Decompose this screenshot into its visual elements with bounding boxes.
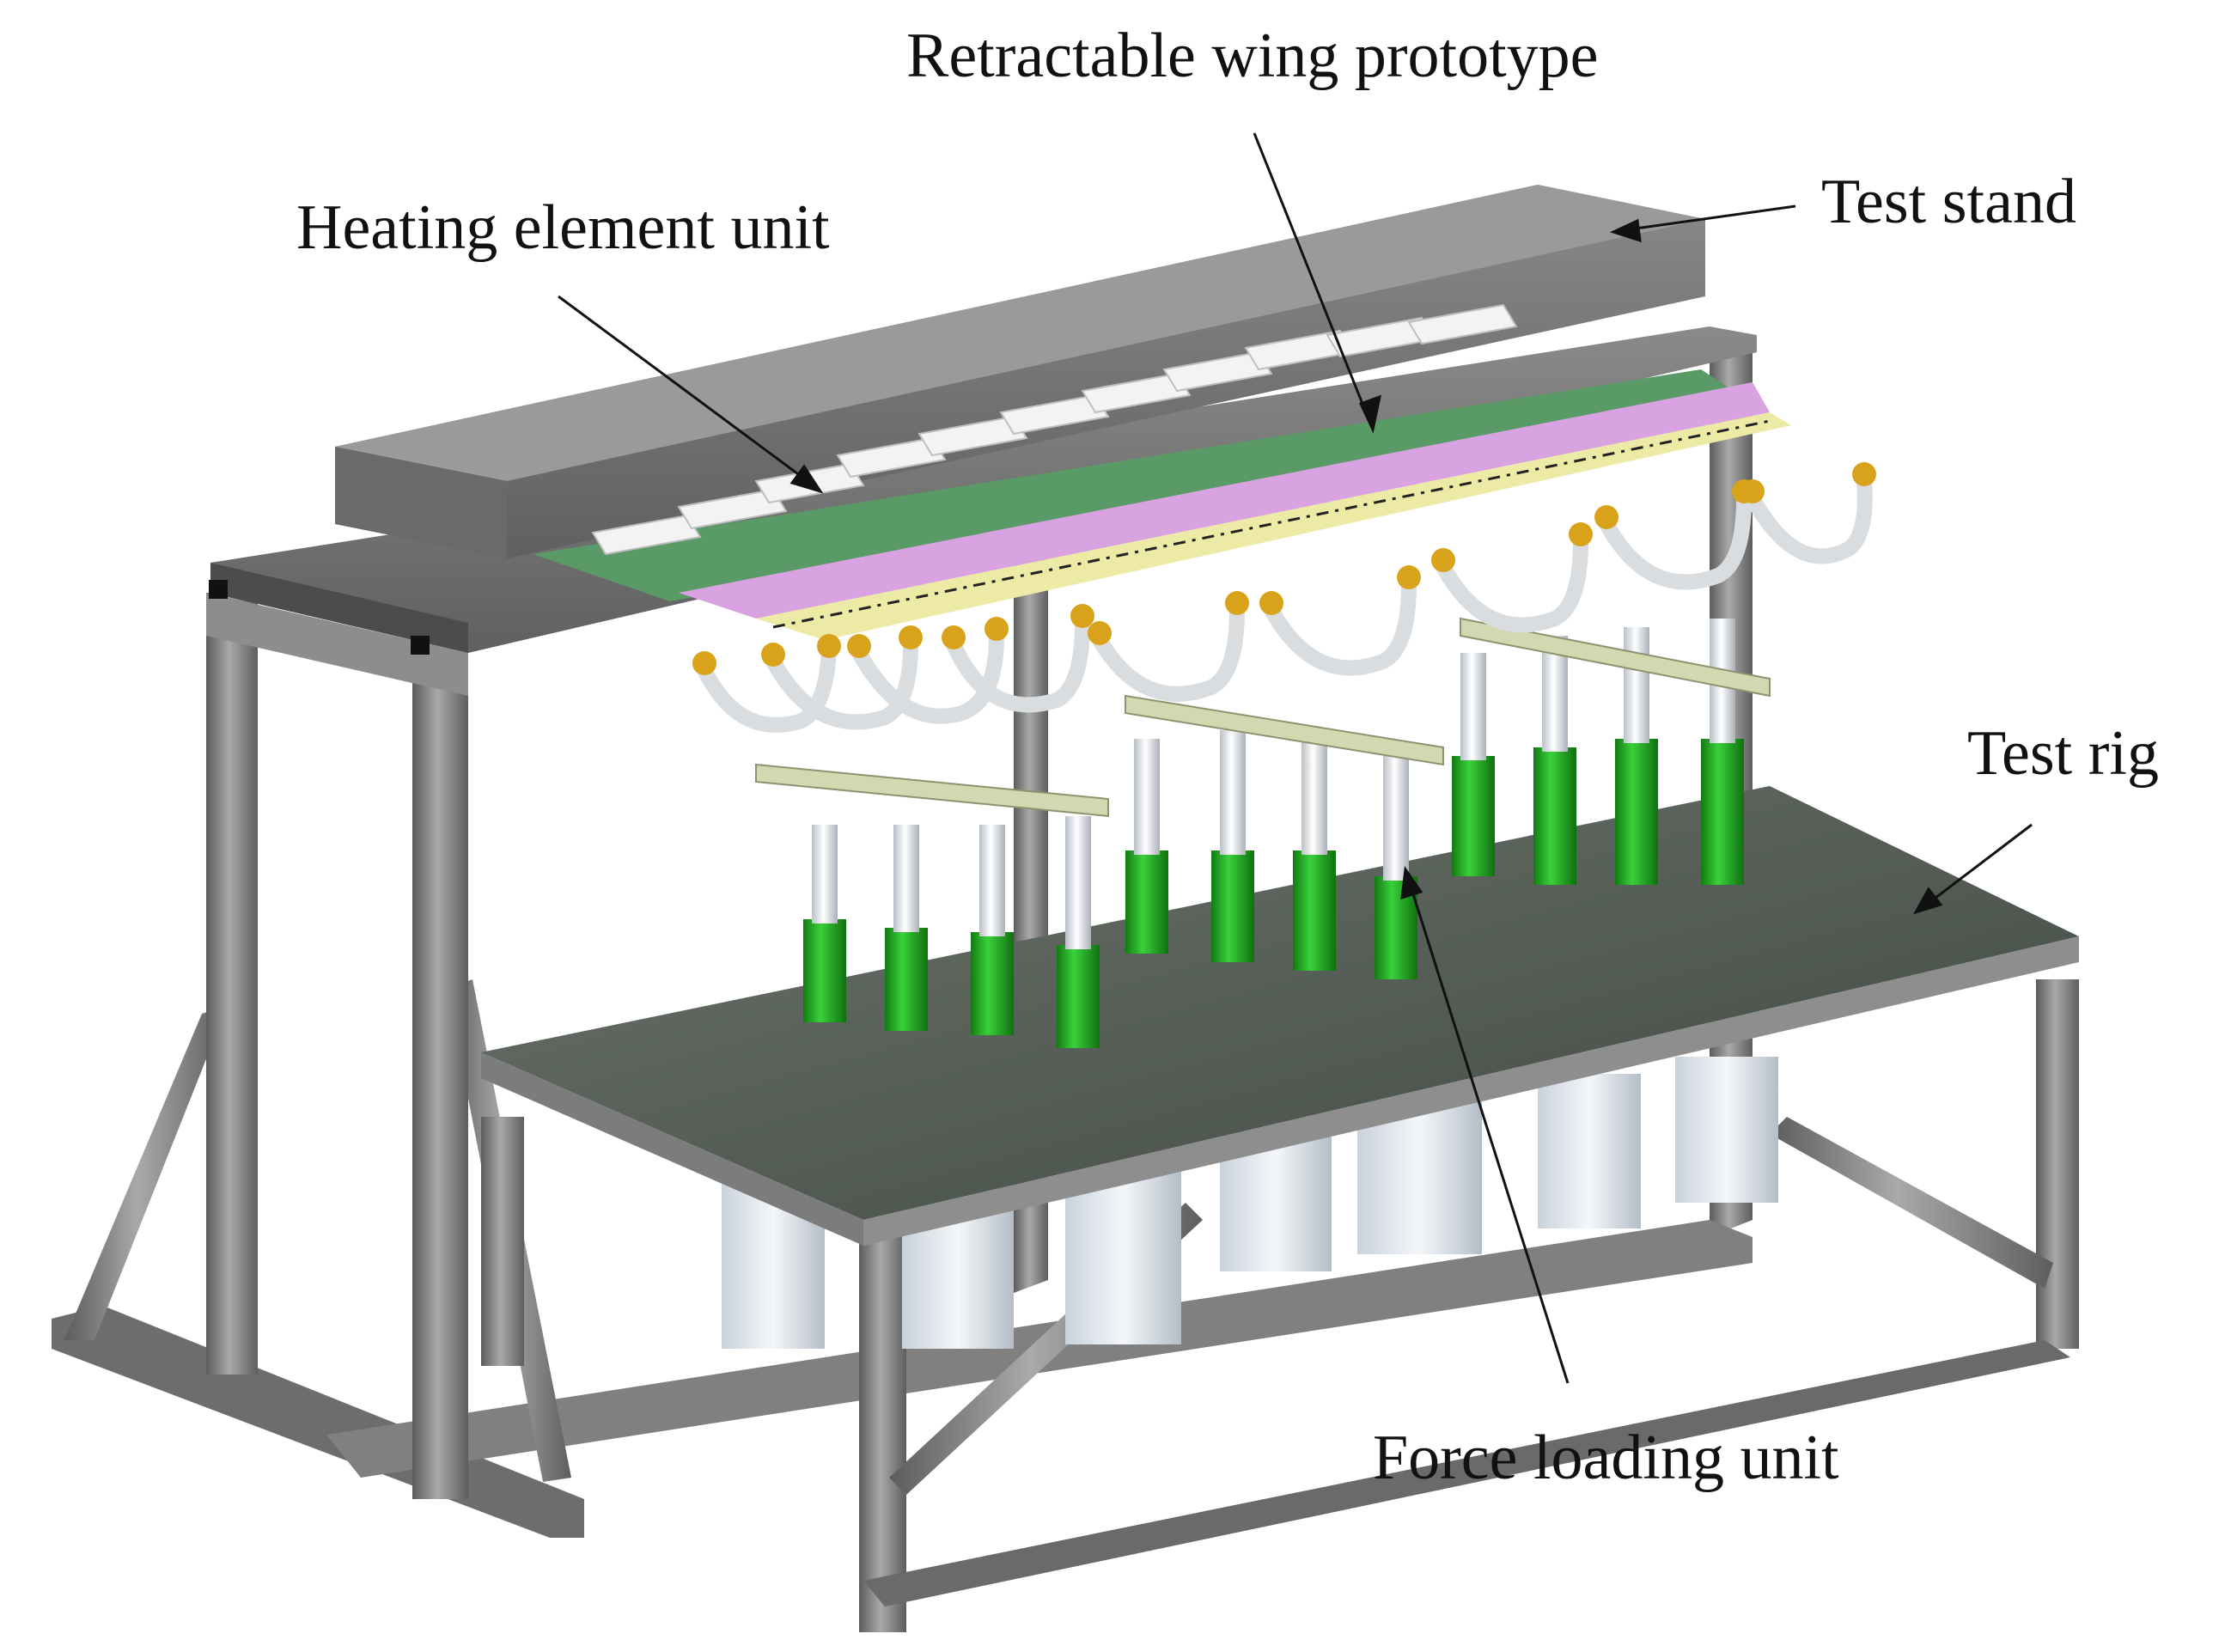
label-force-loading: Force loading unit <box>1373 1423 1839 1493</box>
stand-top-beam <box>206 593 468 696</box>
heating-box <box>335 185 1705 558</box>
motor-block <box>1675 1057 1778 1203</box>
arrow-force-loading <box>1407 880 1570 1384</box>
heating-element-unit <box>533 303 1753 601</box>
label-heating-unit: Heating element unit <box>296 192 830 263</box>
wing-yellow-skin <box>756 412 1791 640</box>
wing-clamps <box>697 480 1873 733</box>
label-test-stand: Test stand <box>1821 167 2076 237</box>
stand-brace-left-outer <box>64 1005 228 1340</box>
force-loading-unit <box>692 462 1876 1048</box>
stand-front-leg-left <box>206 593 258 1375</box>
rig-leg-front-right <box>2036 979 2079 1349</box>
rig-bottom-rail <box>863 1340 2070 1606</box>
arrow-heating-unit <box>558 295 808 483</box>
actuator-row-front <box>803 816 1100 1048</box>
retractable-wing-prototype <box>679 382 1791 640</box>
motor-block <box>1538 1074 1641 1228</box>
clamp-tips <box>692 462 1876 675</box>
heating-panel <box>533 369 1753 601</box>
linkage-bars <box>755 617 1771 818</box>
actuator-row-middle <box>1125 730 1417 979</box>
rig-brace-right <box>1770 1117 2053 1289</box>
arrow-test-rig <box>1923 823 2033 908</box>
heating-pads <box>591 303 1518 556</box>
rig-plate <box>481 786 2079 1220</box>
label-wing-prototype: Retractable wing prototype <box>906 21 1599 91</box>
stand-front-leg-mid <box>412 653 468 1499</box>
label-test-rig: Test rig <box>1967 718 2159 789</box>
actuator-row-back <box>1452 619 1744 885</box>
rig-leg-back-left <box>481 1117 524 1366</box>
callout-arrows <box>558 132 2033 1384</box>
test-rig <box>481 786 2079 1632</box>
arrow-wing-prototype <box>1253 132 1375 430</box>
rig-leg-front-left <box>859 1220 906 1632</box>
wing-pink-skin <box>679 382 1770 619</box>
arrow-test-stand <box>1623 204 1796 232</box>
